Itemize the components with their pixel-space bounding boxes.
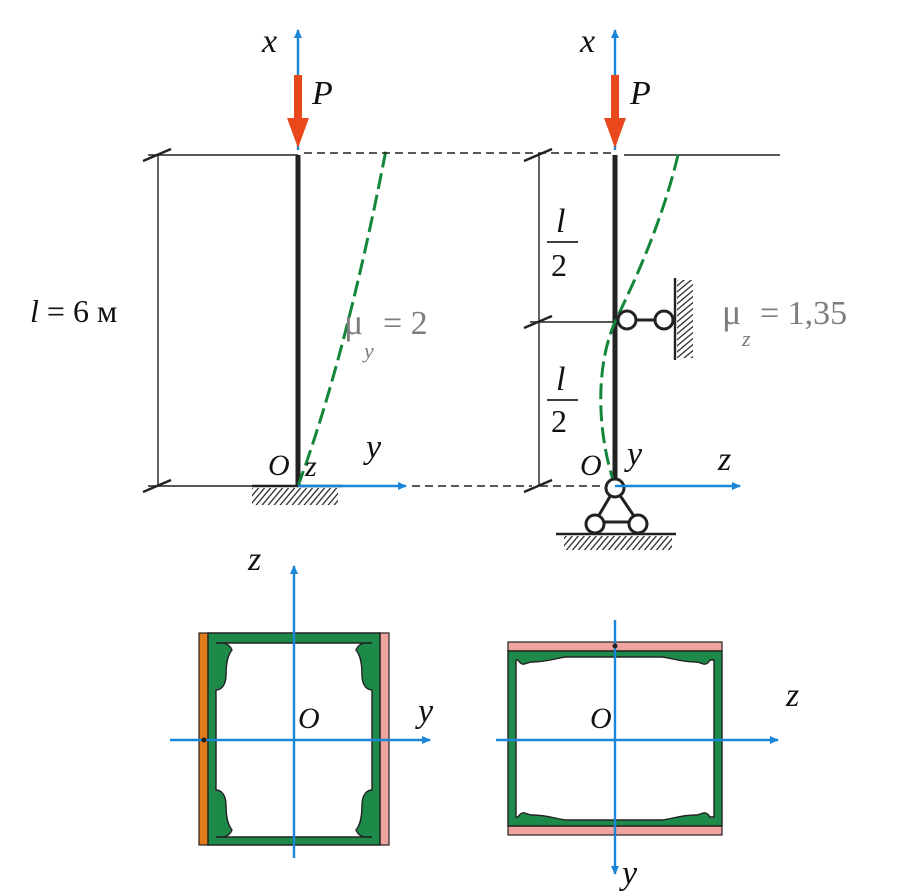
- section-left-y-label: y: [415, 693, 434, 730]
- length-label: l = 6 м: [30, 293, 117, 329]
- section-left-z-label: z: [247, 541, 261, 578]
- section-left-origin: O: [298, 702, 320, 735]
- section-right-z-label: z: [785, 677, 799, 714]
- left-force-arrow: [287, 75, 309, 148]
- svg-text:l: l: [556, 361, 565, 398]
- left-mu-label: μ: [344, 302, 363, 342]
- lower-half-length: l 2: [547, 361, 578, 439]
- right-force-label: P: [629, 75, 651, 112]
- right-origin-label: O: [580, 449, 602, 482]
- left-column: x P l = 6 м μ y = 2: [28, 23, 612, 505]
- right-x-axis-label: x: [579, 23, 595, 60]
- right-column: x P l 2 l 2: [523, 23, 847, 550]
- right-deflection-curve: [599, 154, 680, 487]
- upper-half-length: l 2: [547, 203, 578, 283]
- left-deflection-curve: [296, 149, 388, 487]
- right-mu-label: μ: [722, 292, 741, 332]
- svg-text:2: 2: [551, 403, 567, 439]
- right-mu-subscript: z: [741, 326, 751, 351]
- left-fixed-support: [252, 488, 338, 505]
- left-mu-value: = 2: [383, 305, 428, 342]
- left-y-label: y: [363, 429, 382, 466]
- left-channel: [207, 632, 381, 846]
- section-right-y-label: y: [619, 855, 638, 892]
- right-mu-value: = 1,35: [760, 295, 847, 332]
- section-right: z y O: [496, 620, 799, 892]
- section-left: z y O: [170, 541, 434, 858]
- svg-text:l: l: [556, 203, 565, 240]
- left-force-label: P: [311, 75, 333, 112]
- right-z-label: z: [717, 441, 731, 478]
- left-mu-subscript: y: [362, 338, 374, 363]
- right-y-label: y: [624, 436, 643, 473]
- right-channel: [507, 650, 723, 827]
- svg-text:2: 2: [551, 247, 567, 283]
- left-origin-label: O: [268, 449, 290, 482]
- section-right-origin: O: [590, 702, 612, 735]
- left-z-label: z: [304, 450, 317, 483]
- right-force-arrow: [604, 75, 626, 148]
- middle-lateral-support: [616, 278, 693, 360]
- left-x-axis-label: x: [261, 23, 277, 60]
- pin-support: [556, 477, 676, 550]
